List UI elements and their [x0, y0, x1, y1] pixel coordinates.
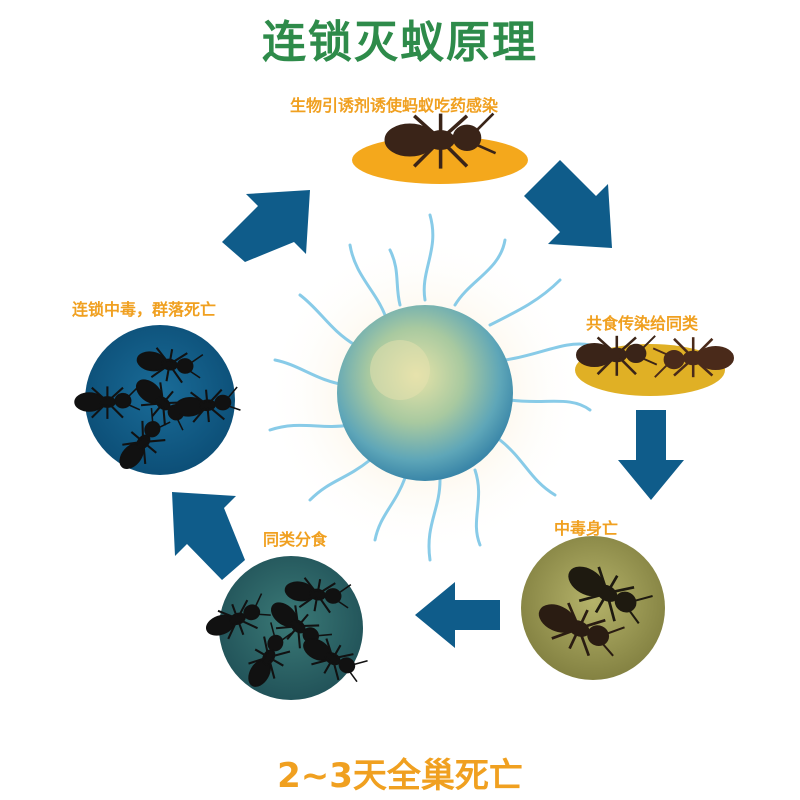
step-1-label: 生物引诱剂诱使蚂蚁吃药感染 — [290, 96, 499, 115]
step-1-image — [352, 111, 528, 184]
step-5-image — [73, 325, 243, 479]
step-4-label: 同类分食 — [263, 530, 328, 549]
step-5-label: 连锁中毒，群落死亡 — [72, 300, 217, 319]
arrow-top-right — [524, 160, 612, 248]
step-2-image — [575, 334, 735, 396]
arrow-top-left — [222, 190, 310, 262]
center-bait-image — [265, 213, 592, 562]
arrow-bottom-left — [172, 492, 245, 580]
arrow-right — [618, 410, 684, 500]
arrow-bottom — [415, 582, 500, 648]
footer-summary: 2~3天全巢死亡 — [277, 756, 523, 796]
cycle-arrows — [172, 160, 684, 648]
step-3-label: 中毒身亡 — [554, 519, 619, 538]
step-4-image — [200, 556, 370, 700]
step-2-label: 共食传染给同类 — [586, 314, 699, 333]
step-3-image — [521, 536, 665, 680]
diagram-title: 连锁灭蚁原理 — [262, 17, 538, 68]
